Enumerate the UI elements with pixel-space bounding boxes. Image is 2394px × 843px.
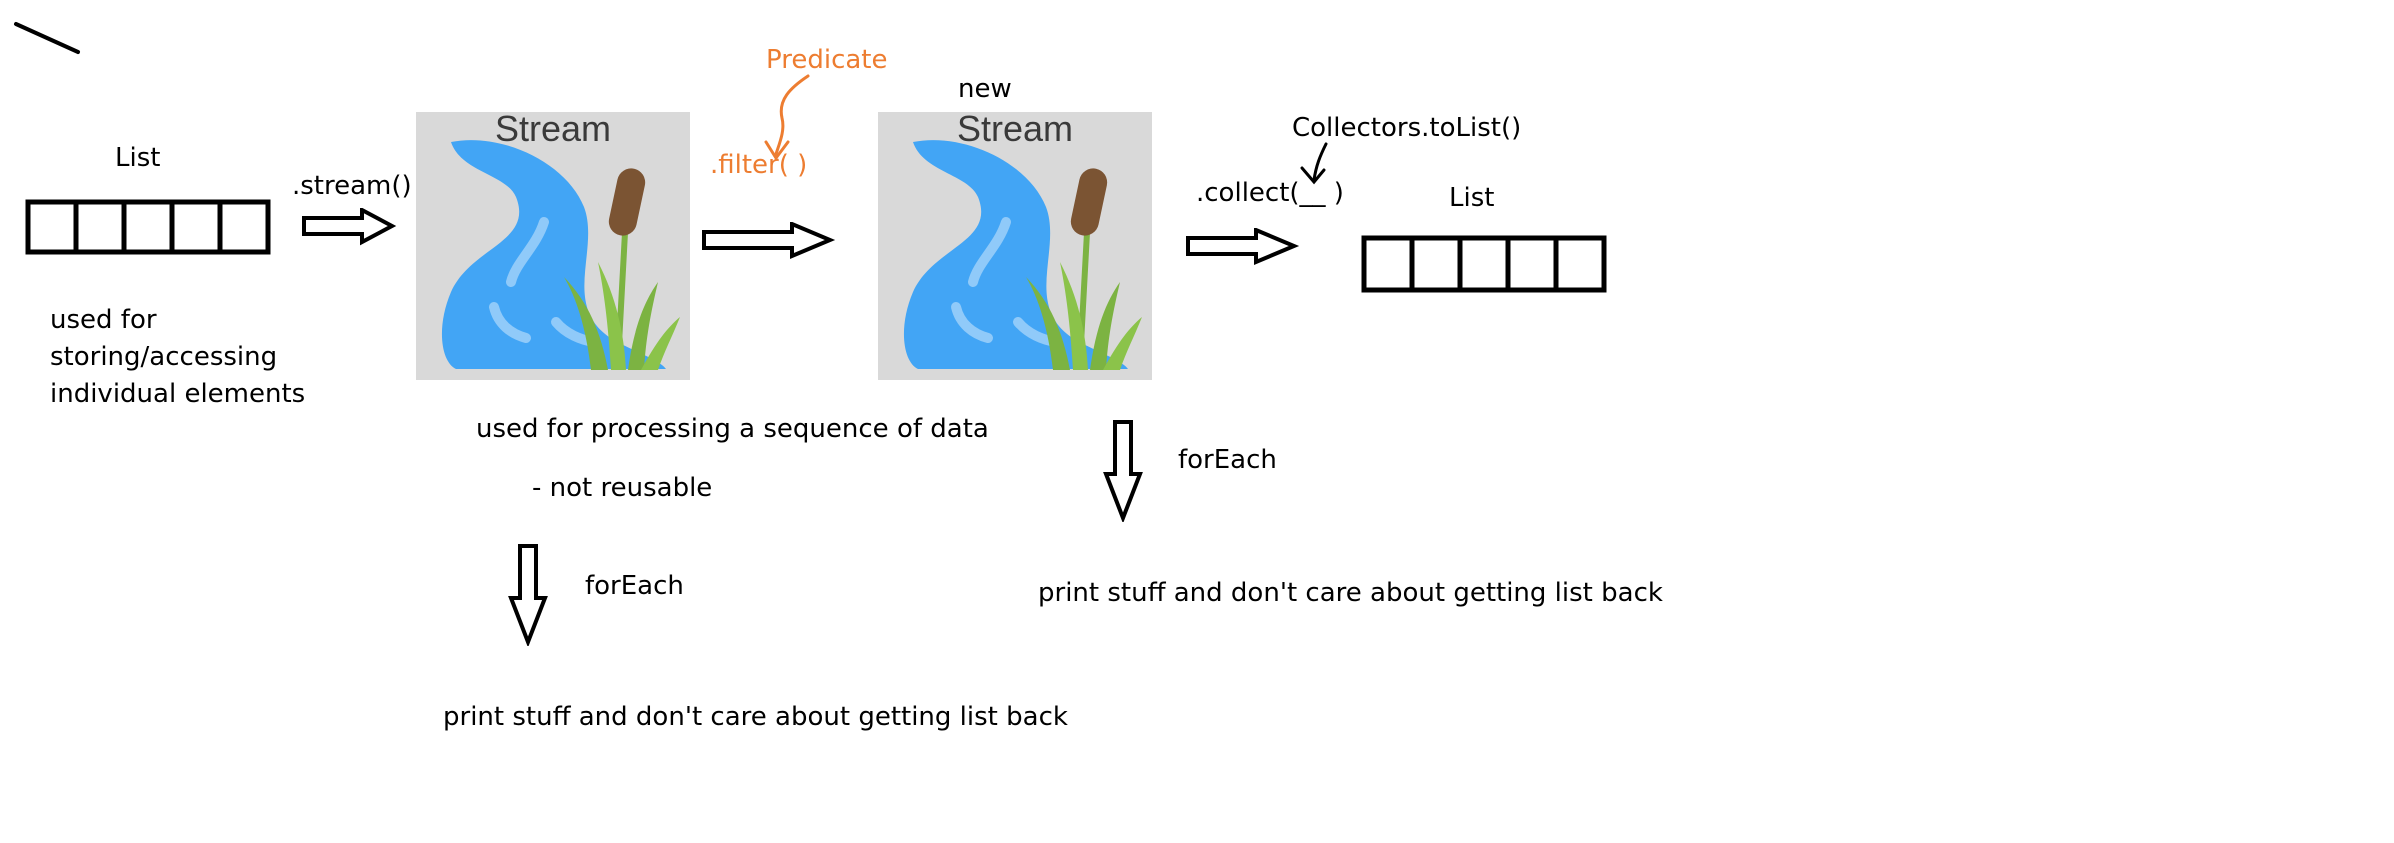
arrow-right-1 bbox=[302, 208, 397, 246]
list-left-cells bbox=[25, 199, 271, 255]
list-left-desc-line-2: storing/accessing bbox=[50, 342, 278, 372]
stream-description: used for processing a sequence of data bbox=[476, 414, 989, 444]
arrow-right-2 bbox=[702, 222, 836, 260]
predicate-pointer-arrow bbox=[764, 74, 810, 161]
list-left-desc-line-3: individual elements bbox=[50, 379, 306, 409]
collectors-label: Collectors.toList() bbox=[1292, 113, 1522, 143]
list-right-cells bbox=[1361, 235, 1607, 293]
stream-image: Stream bbox=[416, 112, 690, 380]
stream-note: - not reusable bbox=[532, 473, 713, 503]
foreach-right-label: forEach bbox=[1178, 445, 1277, 475]
new-stream-title: Stream bbox=[956, 112, 1074, 149]
arrow-down-left bbox=[508, 544, 548, 646]
stream-method-label: .stream() bbox=[292, 171, 412, 201]
arrow-down-right bbox=[1103, 420, 1143, 522]
foreach-right-description: print stuff and don't care about getting… bbox=[1038, 578, 1663, 608]
collect-method-label: .collect(__ ) bbox=[1196, 178, 1344, 208]
list-left-label: List bbox=[115, 143, 161, 173]
predicate-label: Predicate bbox=[766, 45, 888, 75]
list-right-label: List bbox=[1449, 183, 1495, 213]
pen-stroke bbox=[14, 22, 80, 54]
list-left-desc-line-1: used for bbox=[50, 305, 157, 335]
foreach-left-description: print stuff and don't care about getting… bbox=[443, 702, 1068, 732]
arrow-right-3 bbox=[1186, 228, 1300, 266]
collectors-pointer-arrow bbox=[1300, 142, 1328, 185]
new-stream-image: Stream bbox=[878, 112, 1152, 380]
new-label: new bbox=[958, 74, 1012, 104]
stream-title: Stream bbox=[494, 112, 612, 149]
filter-method-label: .filter( ) bbox=[710, 150, 808, 180]
foreach-left-label: forEach bbox=[585, 571, 684, 601]
